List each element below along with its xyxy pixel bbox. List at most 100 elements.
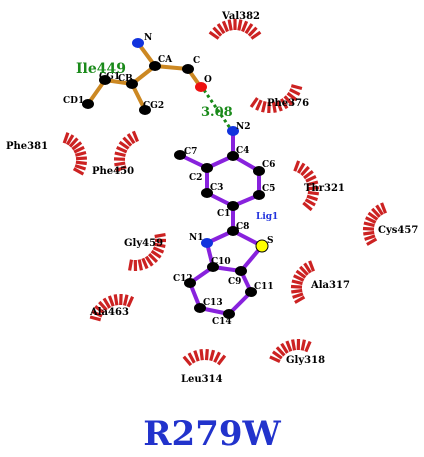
arc-tick [371, 207, 381, 218]
arc-tick [89, 315, 102, 322]
arc-tick [114, 161, 126, 167]
arc-tick [216, 354, 227, 366]
hydrophobic-arc-cys457 [362, 202, 387, 246]
arc-tick [293, 160, 301, 172]
arc-tick [249, 97, 259, 108]
hydrophobic-arc-ala463 [89, 293, 135, 322]
arc-tick [304, 198, 316, 207]
arc-tick [289, 88, 301, 96]
atom-c8 [227, 226, 239, 236]
ligand-atom-labels: N2 C4 C7 C6 C2 C3 C5 C1 C8 N1 S C10 C9 C… [173, 122, 275, 327]
arc-tick [147, 252, 159, 264]
arc-tick [122, 294, 129, 306]
arc-tick [122, 136, 133, 147]
arc-tick [307, 186, 320, 191]
atom-label-c9: C9 [228, 277, 241, 287]
arc-tick [271, 350, 283, 360]
atom-label-c7: C7 [184, 147, 197, 157]
arc-tick [74, 164, 87, 171]
arc-tick [75, 156, 88, 161]
residue-label-gly318: Gly318 [286, 355, 325, 366]
hydrophobic-arc-phe381 [62, 132, 88, 176]
atom-label-c12: C12 [173, 274, 193, 284]
hydrophobic-arc-leu314 [182, 348, 227, 367]
arc-tick [296, 162, 306, 174]
arc-tick [126, 133, 136, 145]
atom-label-n2: N2 [236, 122, 251, 132]
atom-c13 [194, 303, 206, 313]
arc-tick [294, 295, 306, 304]
arc-tick [285, 340, 293, 352]
residue-label-leu314: Leu314 [181, 374, 223, 385]
atom-label-cb: CB [118, 74, 133, 84]
arc-tick [279, 98, 289, 110]
residue-ile449-atom-labels: N CA C O CB CG1 CG2 CD1 [63, 33, 212, 111]
arc-tick [291, 339, 297, 351]
arc-tick [68, 137, 79, 148]
arc-tick [237, 19, 243, 31]
arc-tick [199, 349, 204, 361]
residue-label-thr321: Thr321 [304, 183, 345, 194]
arc-tick [303, 262, 312, 274]
atom-label-c3: C3 [210, 183, 223, 193]
hydrophobic-arc-phe376 [249, 84, 303, 114]
arc-tick [290, 284, 303, 289]
arc-tick [193, 350, 200, 362]
arc-tick [73, 145, 85, 154]
arc-tick [306, 180, 319, 187]
arc-tick [275, 100, 283, 112]
arc-tick [65, 134, 75, 146]
atom-c2 [201, 163, 213, 173]
residue-label-phe381: Phe381 [6, 141, 48, 152]
atom-cg1-ile449 [99, 75, 111, 85]
residue-label-phe376: Phe376 [267, 98, 309, 109]
arc-tick [380, 202, 387, 214]
atom-n-ile449 [132, 38, 144, 48]
arc-tick [141, 257, 149, 270]
arc-tick [62, 132, 70, 144]
arc-tick [241, 20, 249, 33]
arc-tick [212, 26, 223, 37]
arc-tick [204, 348, 209, 361]
arc-tick [71, 141, 83, 151]
atom-label-c1: C1 [217, 209, 230, 219]
atom-label-c10: C10 [211, 257, 231, 267]
atom-c9 [235, 266, 247, 276]
arc-tick [102, 297, 112, 309]
atom-s [255, 239, 269, 253]
atom-label-c-res: C [193, 56, 200, 66]
arc-tick [365, 216, 377, 224]
arc-tick [250, 30, 262, 40]
arc-tick [208, 30, 220, 40]
arc-tick [126, 296, 135, 308]
arc-tick [280, 342, 289, 354]
atom-label-o: O [204, 75, 212, 85]
arc-tick [118, 140, 130, 150]
residue-label-ile449: Ile449 [76, 61, 126, 77]
atom-c5 [253, 190, 265, 200]
arc-tick [271, 101, 277, 113]
arc-tick [375, 204, 384, 216]
arc-tick [187, 352, 196, 364]
page-title: R279W [143, 414, 281, 454]
arc-tick [261, 101, 267, 113]
residue-label-ala317: Ala317 [310, 280, 350, 291]
arc-tick [113, 294, 119, 306]
atom-cb-ile449 [126, 79, 138, 89]
arc-tick [308, 260, 315, 272]
atom-label-cg1: CG1 [99, 72, 120, 82]
hydrophobic-arc-ala317 [290, 260, 315, 304]
atom-cd1-ile449 [82, 99, 94, 109]
hydrophobic-residue-labels: Val382 Phe376 Phe381 Phe450 Thr321 Cys45… [6, 11, 418, 385]
hydrogen-bond-line [202, 89, 232, 129]
arc-tick [221, 20, 229, 33]
arc-tick [116, 145, 128, 154]
atom-label-c11: C11 [254, 282, 274, 292]
arc-tick [306, 194, 318, 202]
atom-label-c13: C13 [203, 298, 223, 308]
arc-tick [292, 292, 304, 299]
arc-tick [302, 201, 313, 212]
arc-tick [291, 279, 303, 286]
arc-tick [366, 237, 378, 246]
